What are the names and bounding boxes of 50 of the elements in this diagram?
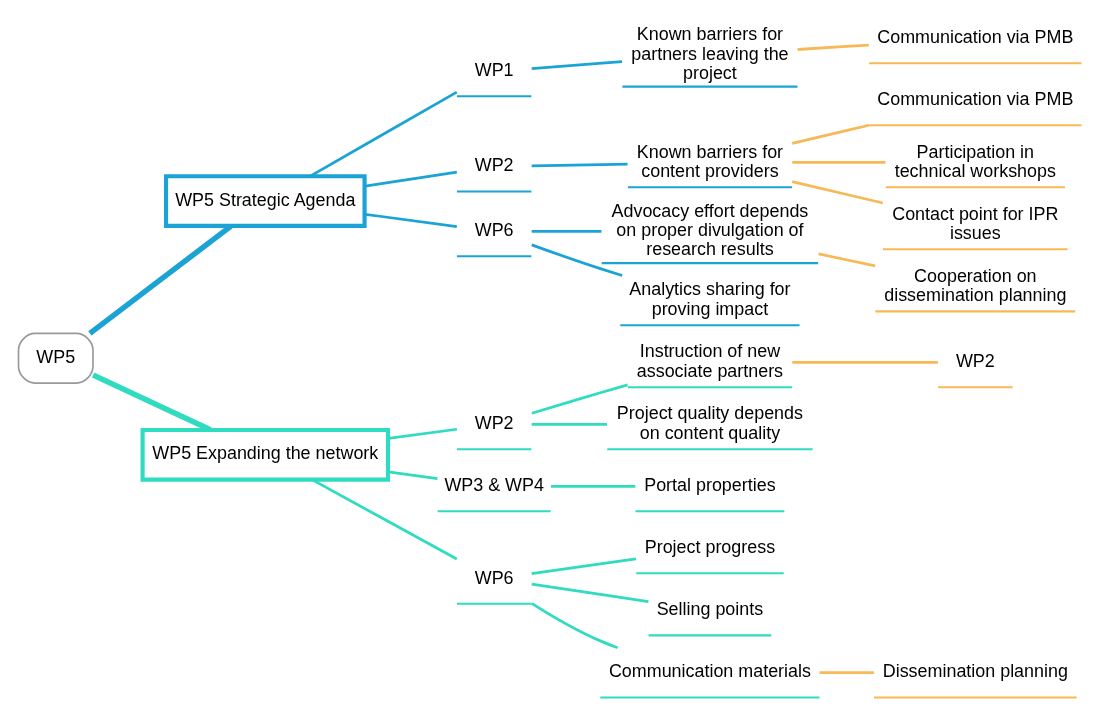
- connector: [531, 557, 637, 576]
- node-text: Known barriers for partners leaving the project: [631, 24, 789, 83]
- connector: [531, 60, 623, 71]
- node-text: WP6: [474, 220, 514, 241]
- connector: [531, 383, 628, 415]
- connector: [531, 230, 602, 233]
- connector: [531, 243, 623, 277]
- node-text: Known barriers for content providers: [636, 141, 784, 181]
- connector: [791, 180, 884, 205]
- node-text: WP6: [474, 567, 514, 588]
- connector: [388, 427, 458, 440]
- node-text: WP2: [474, 413, 514, 434]
- node-text: Communication materials: [608, 661, 811, 682]
- node-text: Dissemination planning: [882, 661, 1068, 682]
- connector: [792, 361, 938, 364]
- node-text: Project quality depends on content quality: [616, 403, 804, 443]
- node-text: WP2: [474, 155, 514, 176]
- node-text: Communication via PMB: [877, 89, 1074, 110]
- node-text: Instruction of new associate partners: [636, 341, 784, 381]
- node-text: Participation in technical workshops: [894, 141, 1056, 181]
- connector: [792, 161, 886, 164]
- node-text: Advocacy effort depends on proper divulgation of research results: [611, 200, 809, 260]
- connector: [797, 43, 869, 51]
- node-text: Analytics sharing for proving impact: [629, 279, 791, 319]
- connector: [818, 252, 876, 268]
- node-box: WP5 Expanding the network: [140, 427, 391, 482]
- node-text: Communication via PMB: [877, 27, 1074, 48]
- node-text: Cooperation on dissemination planning: [884, 265, 1067, 305]
- node-text: WP3 & WP4: [444, 475, 544, 496]
- connector: [531, 423, 607, 426]
- connector: [791, 123, 870, 145]
- connector: [550, 485, 636, 488]
- connector: [365, 170, 458, 188]
- node-text: Selling points: [656, 599, 764, 620]
- node-text: Portal properties: [644, 475, 776, 496]
- node-text: WP2: [955, 351, 995, 372]
- connector: [309, 90, 458, 178]
- connector: [311, 478, 458, 561]
- connector: [365, 212, 458, 228]
- connector: [531, 582, 649, 603]
- node-text: Contact point for IPR issues: [892, 203, 1059, 243]
- node-text: Project progress: [644, 537, 776, 558]
- node-box: WP5 Strategic Agenda: [163, 174, 367, 228]
- node-text: WP1: [474, 60, 514, 81]
- connector: [388, 470, 438, 481]
- connector: [530, 602, 619, 650]
- node-box: WP5: [17, 332, 94, 384]
- connector: [819, 671, 874, 674]
- connector: [531, 162, 628, 168]
- connector: [91, 372, 212, 433]
